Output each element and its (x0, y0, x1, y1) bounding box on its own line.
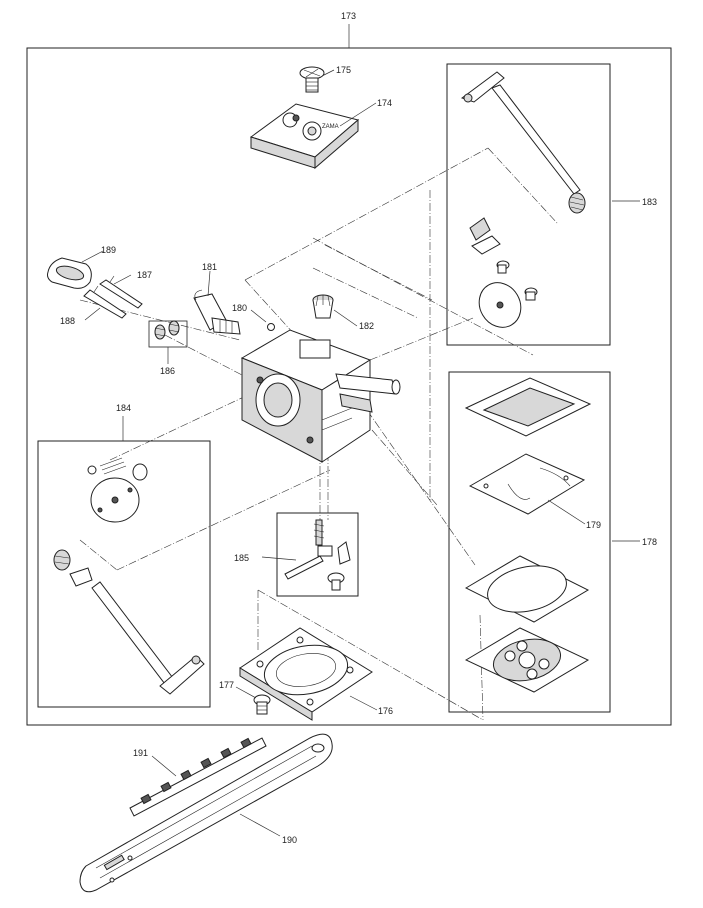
label-190: 190 (282, 835, 297, 845)
part-181-needle-valve (193, 289, 241, 335)
label-181: 181 (202, 262, 217, 272)
label-185: 185 (234, 553, 249, 563)
label-174: 174 (377, 98, 392, 108)
part-179-gaskets (464, 377, 592, 515)
box-183 (446, 63, 611, 346)
leader-lines (81, 69, 640, 837)
part-174-cover-plate: ZAMA (249, 103, 360, 170)
part-175-screw (299, 66, 325, 93)
label-188: 188 (60, 316, 75, 326)
label-187: 187 (137, 270, 152, 280)
label-177: 177 (219, 680, 234, 690)
box-185 (276, 512, 359, 597)
part-182-screen (312, 294, 334, 319)
label-179: 179 (586, 520, 601, 530)
part-178-diaphragm-kit (464, 555, 590, 693)
box-184 (37, 440, 211, 708)
part-177-screw (253, 694, 271, 715)
label-176: 176 (378, 706, 393, 716)
part-184-pump-assembly (53, 457, 205, 695)
part-183-lever-assembly (460, 71, 586, 328)
label-189: 189 (101, 245, 116, 255)
box-178 (448, 371, 611, 713)
part-carburetor-body (240, 329, 401, 463)
part-189-ring (47, 257, 92, 289)
projection-lines (79, 147, 559, 721)
part-176-diaphragm-cover (239, 627, 373, 721)
part-labels: 173 175 174 183 189 187 181 180 188 182 … (60, 11, 657, 845)
label-178: 178 (642, 537, 657, 547)
part-186-springs (154, 320, 180, 340)
label-186: 186 (160, 366, 175, 376)
part-185-needle-kit (284, 519, 351, 591)
part-191-saw-chain (129, 737, 267, 817)
label-173: 173 (341, 11, 356, 21)
part-187-188-adjusting-screws (83, 275, 143, 319)
label-180: 180 (232, 303, 247, 313)
part-190-guide-bar (79, 733, 333, 893)
label-183: 183 (642, 197, 657, 207)
label-184: 184 (116, 403, 131, 413)
label-182: 182 (359, 321, 374, 331)
svg-text:ZAMA: ZAMA (322, 124, 339, 130)
label-191: 191 (133, 748, 148, 758)
part-180-ball (267, 323, 275, 331)
label-175: 175 (336, 65, 351, 75)
